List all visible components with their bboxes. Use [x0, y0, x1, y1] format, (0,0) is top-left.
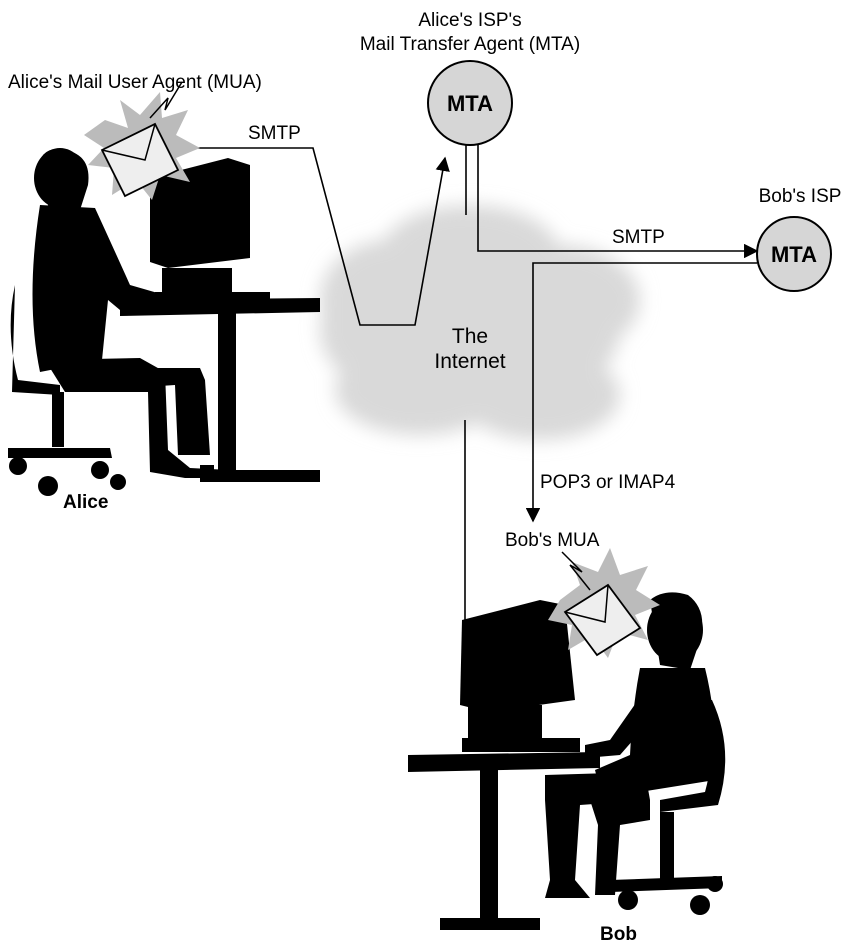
bob-envelope-icon	[563, 583, 642, 657]
alice-mua-label: Alice's Mail User Agent (MUA)	[8, 72, 262, 93]
bob-name-label: Bob	[600, 924, 637, 945]
connections	[175, 145, 759, 620]
mta-to-bob-mta-line	[477, 145, 759, 259]
pop3-imap4-label: POP3 or IMAP4	[540, 472, 676, 493]
internet-label-line1: The	[452, 325, 488, 348]
bob-mta-to-mua-line	[525, 262, 757, 523]
bob-envelope	[548, 548, 660, 658]
internet-label-line2: Internet	[434, 350, 505, 373]
bob-mta-node: MTA	[756, 216, 832, 292]
bob-figure	[408, 592, 726, 930]
alice-envelope-icon	[100, 122, 180, 198]
bob-mta-label: MTA	[771, 242, 817, 267]
alice-envelope	[84, 81, 200, 200]
smtp-label-1: SMTP	[248, 123, 301, 144]
internet-cloud: The Internet	[320, 205, 640, 440]
alice-name-label: Alice	[63, 492, 108, 513]
bob-isp-label: Bob's ISP	[759, 186, 842, 207]
bob-mua-label: Bob's MUA	[505, 530, 600, 551]
alice-figure	[8, 148, 320, 496]
alice-mta-label: MTA	[447, 91, 493, 116]
alice-isp-label-line1: Alice's ISP's	[418, 10, 521, 31]
alice-mta-node: MTA	[427, 60, 513, 146]
alice-isp-label-line2: Mail Transfer Agent (MTA)	[360, 34, 580, 55]
smtp-label-2: SMTP	[612, 227, 665, 248]
alice-to-mta-line	[175, 147, 450, 326]
